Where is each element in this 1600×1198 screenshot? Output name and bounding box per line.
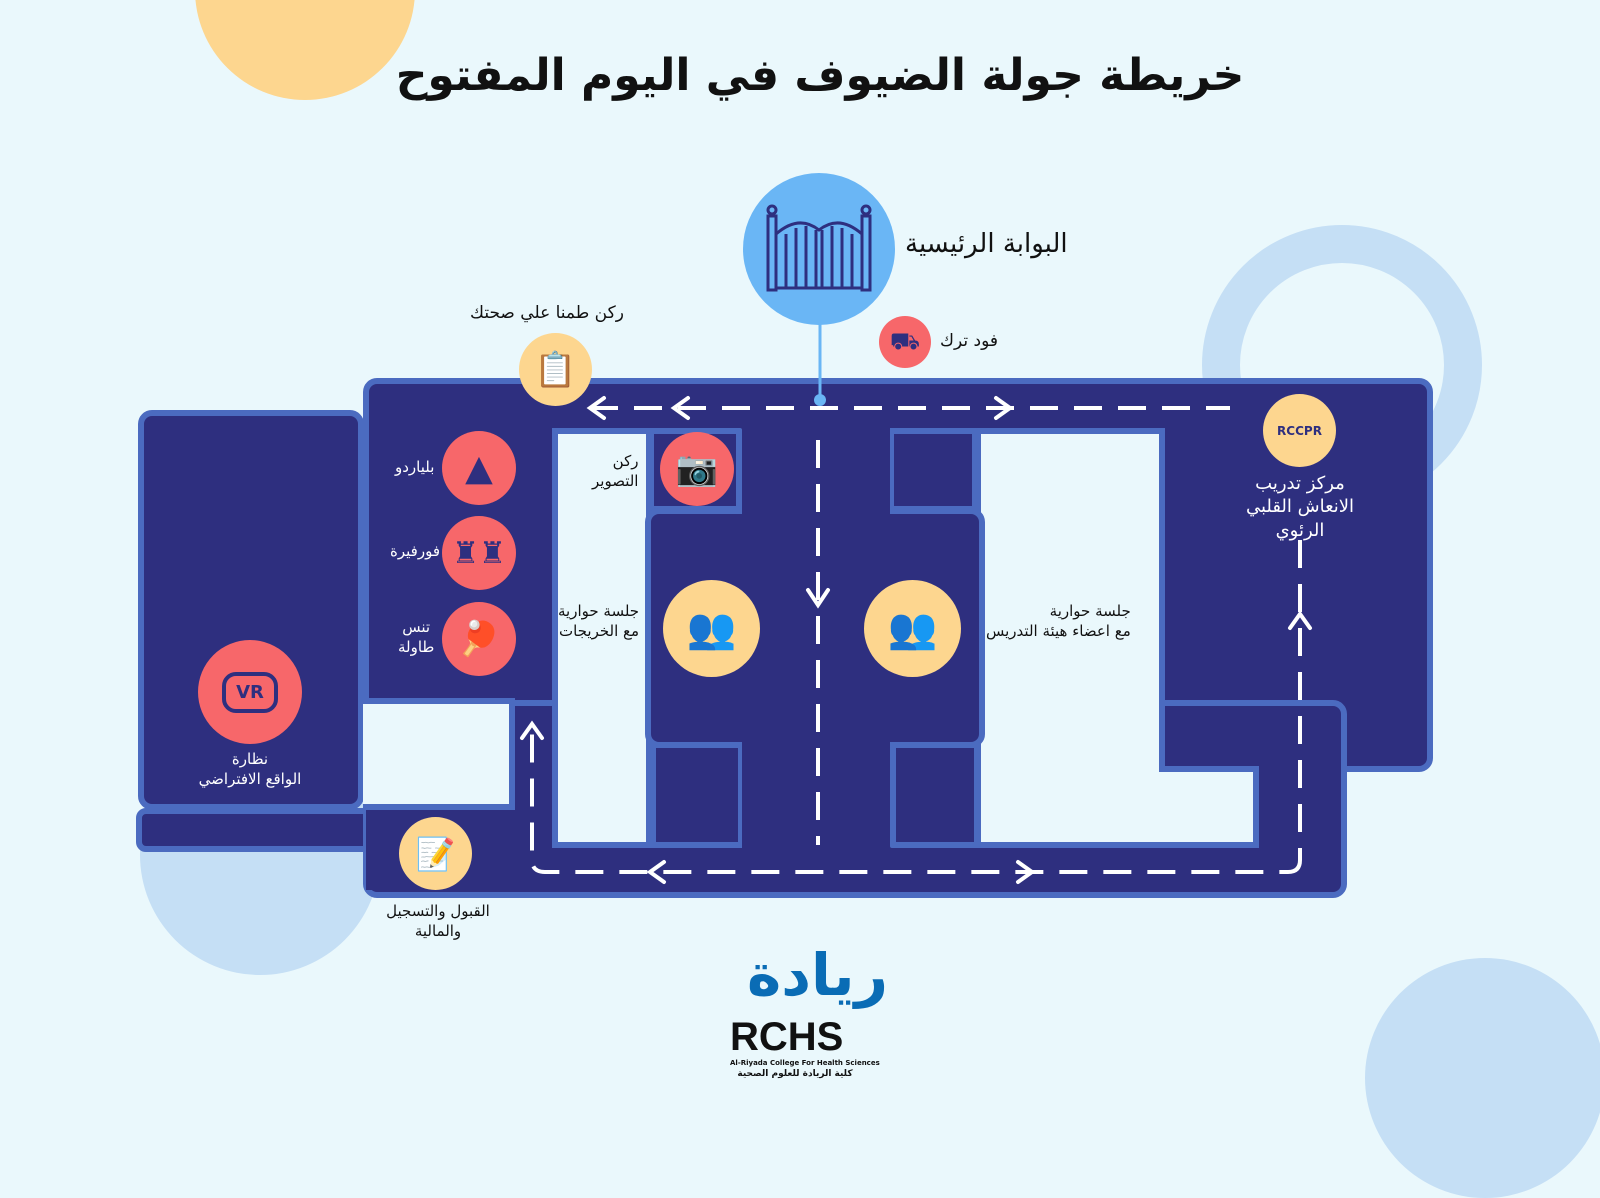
foosball-marker: ♜♜ — [442, 516, 516, 590]
alumni-session-line-2: مع الخريجات — [559, 621, 640, 640]
vr-line-1: نظارة — [231, 750, 269, 768]
vr-badge: VR — [236, 681, 264, 703]
meeting-icon: 👥 — [686, 606, 737, 652]
faculty-session-line-2: مع اعضاء هيئة التدريس — [986, 621, 1131, 640]
cpr-line-1: مركز تدريب — [1255, 473, 1345, 494]
gate-node — [814, 394, 826, 406]
room-bottom-right — [890, 742, 980, 848]
clipboard-heart-icon: 📋 — [534, 349, 577, 390]
faculty-session-line-1: جلسة حوارية — [1049, 602, 1131, 620]
table-tennis-line-1: تنس — [402, 618, 431, 636]
page-title: خريطة جولة الضيوف في اليوم المفتوح — [395, 50, 1245, 101]
table-tennis-line-2: طاولة — [398, 637, 435, 656]
admission-marker: 📝 — [399, 817, 472, 890]
alumni-hall — [552, 428, 652, 848]
cpr-logo-icon: RCCPR — [1277, 423, 1322, 438]
table-tennis-marker: 🏓 — [442, 602, 516, 676]
vr-marker: VR — [198, 640, 302, 744]
health-corner-marker: 📋 — [519, 333, 592, 406]
tour-path — [520, 320, 1312, 884]
food-truck-marker: ⛟ — [879, 316, 931, 368]
foosball-label: فورفيرة — [390, 542, 440, 560]
admission-line-2: والمالية — [414, 921, 462, 940]
billiards-marker: ▲ — [442, 431, 516, 505]
main-gate-label: البوابة الرئيسية — [905, 229, 1068, 259]
room-bottom-left — [650, 742, 744, 848]
admission-line-1: القبول والتسجيل — [386, 902, 490, 920]
logo-acronym: RCHS — [730, 1015, 844, 1059]
alumni-session-line-1: جلسة حوارية — [558, 602, 640, 620]
meeting-icon: 👥 — [887, 606, 938, 652]
photo-corner-line-1: ركن — [612, 452, 639, 470]
logo-arabic-mark: ريادة — [747, 941, 888, 1009]
billiards-label: بلياردو — [395, 458, 435, 476]
logo-english: Al-Riyada College For Health Sciences — [730, 1059, 880, 1067]
courtyard-left — [363, 698, 515, 810]
health-corner-label: ركن طمنا علي صحتك — [470, 303, 624, 323]
photo-corner-marker: 📷 — [660, 432, 734, 506]
alumni-session-marker: 👥 — [663, 580, 760, 677]
billiards-icon: ▲ — [465, 447, 493, 489]
foosball-icon: ♜♜ — [452, 535, 506, 571]
main-gate-marker — [743, 173, 895, 325]
camera-icon: 📷 — [675, 449, 719, 489]
arrow-up-left — [520, 720, 544, 740]
logo-arabic-full: كلية الريادة للعلوم الصحية — [737, 1069, 853, 1079]
arrow-left-2 — [670, 396, 690, 420]
arrow-left-1 — [586, 396, 606, 420]
cpr-center-marker: RCCPR — [1263, 394, 1336, 467]
arrow-up-right — [1288, 610, 1312, 630]
food-truck-icon: ⛟ — [889, 326, 921, 355]
arrow-left-bottom — [646, 860, 666, 884]
arrow-right-1 — [994, 396, 1014, 420]
vr-goggles-icon: VR — [222, 671, 278, 713]
left-corridor — [136, 808, 376, 852]
photo-corner-line-2: التصوير — [592, 471, 639, 490]
path-bottom — [530, 730, 1302, 874]
cpr-line-2: الانعاش القلبي الرئوي — [1245, 496, 1355, 541]
document-check-icon: 📝 — [415, 834, 456, 873]
room-top-right — [888, 428, 978, 512]
faculty-session-marker: 👥 — [864, 580, 961, 677]
faculty-area-lower — [1159, 766, 1259, 848]
food-truck-label: فود ترك — [940, 331, 999, 351]
gate-icon — [766, 204, 872, 292]
vr-line-2: الواقع الافتراضي — [198, 769, 302, 788]
arrow-down — [806, 588, 830, 609]
arrow-right-bottom — [1016, 860, 1036, 884]
ping-pong-icon: 🏓 — [457, 619, 501, 659]
college-logo: ريادة RCHS Al-Riyada College For Health … — [725, 935, 915, 1085]
